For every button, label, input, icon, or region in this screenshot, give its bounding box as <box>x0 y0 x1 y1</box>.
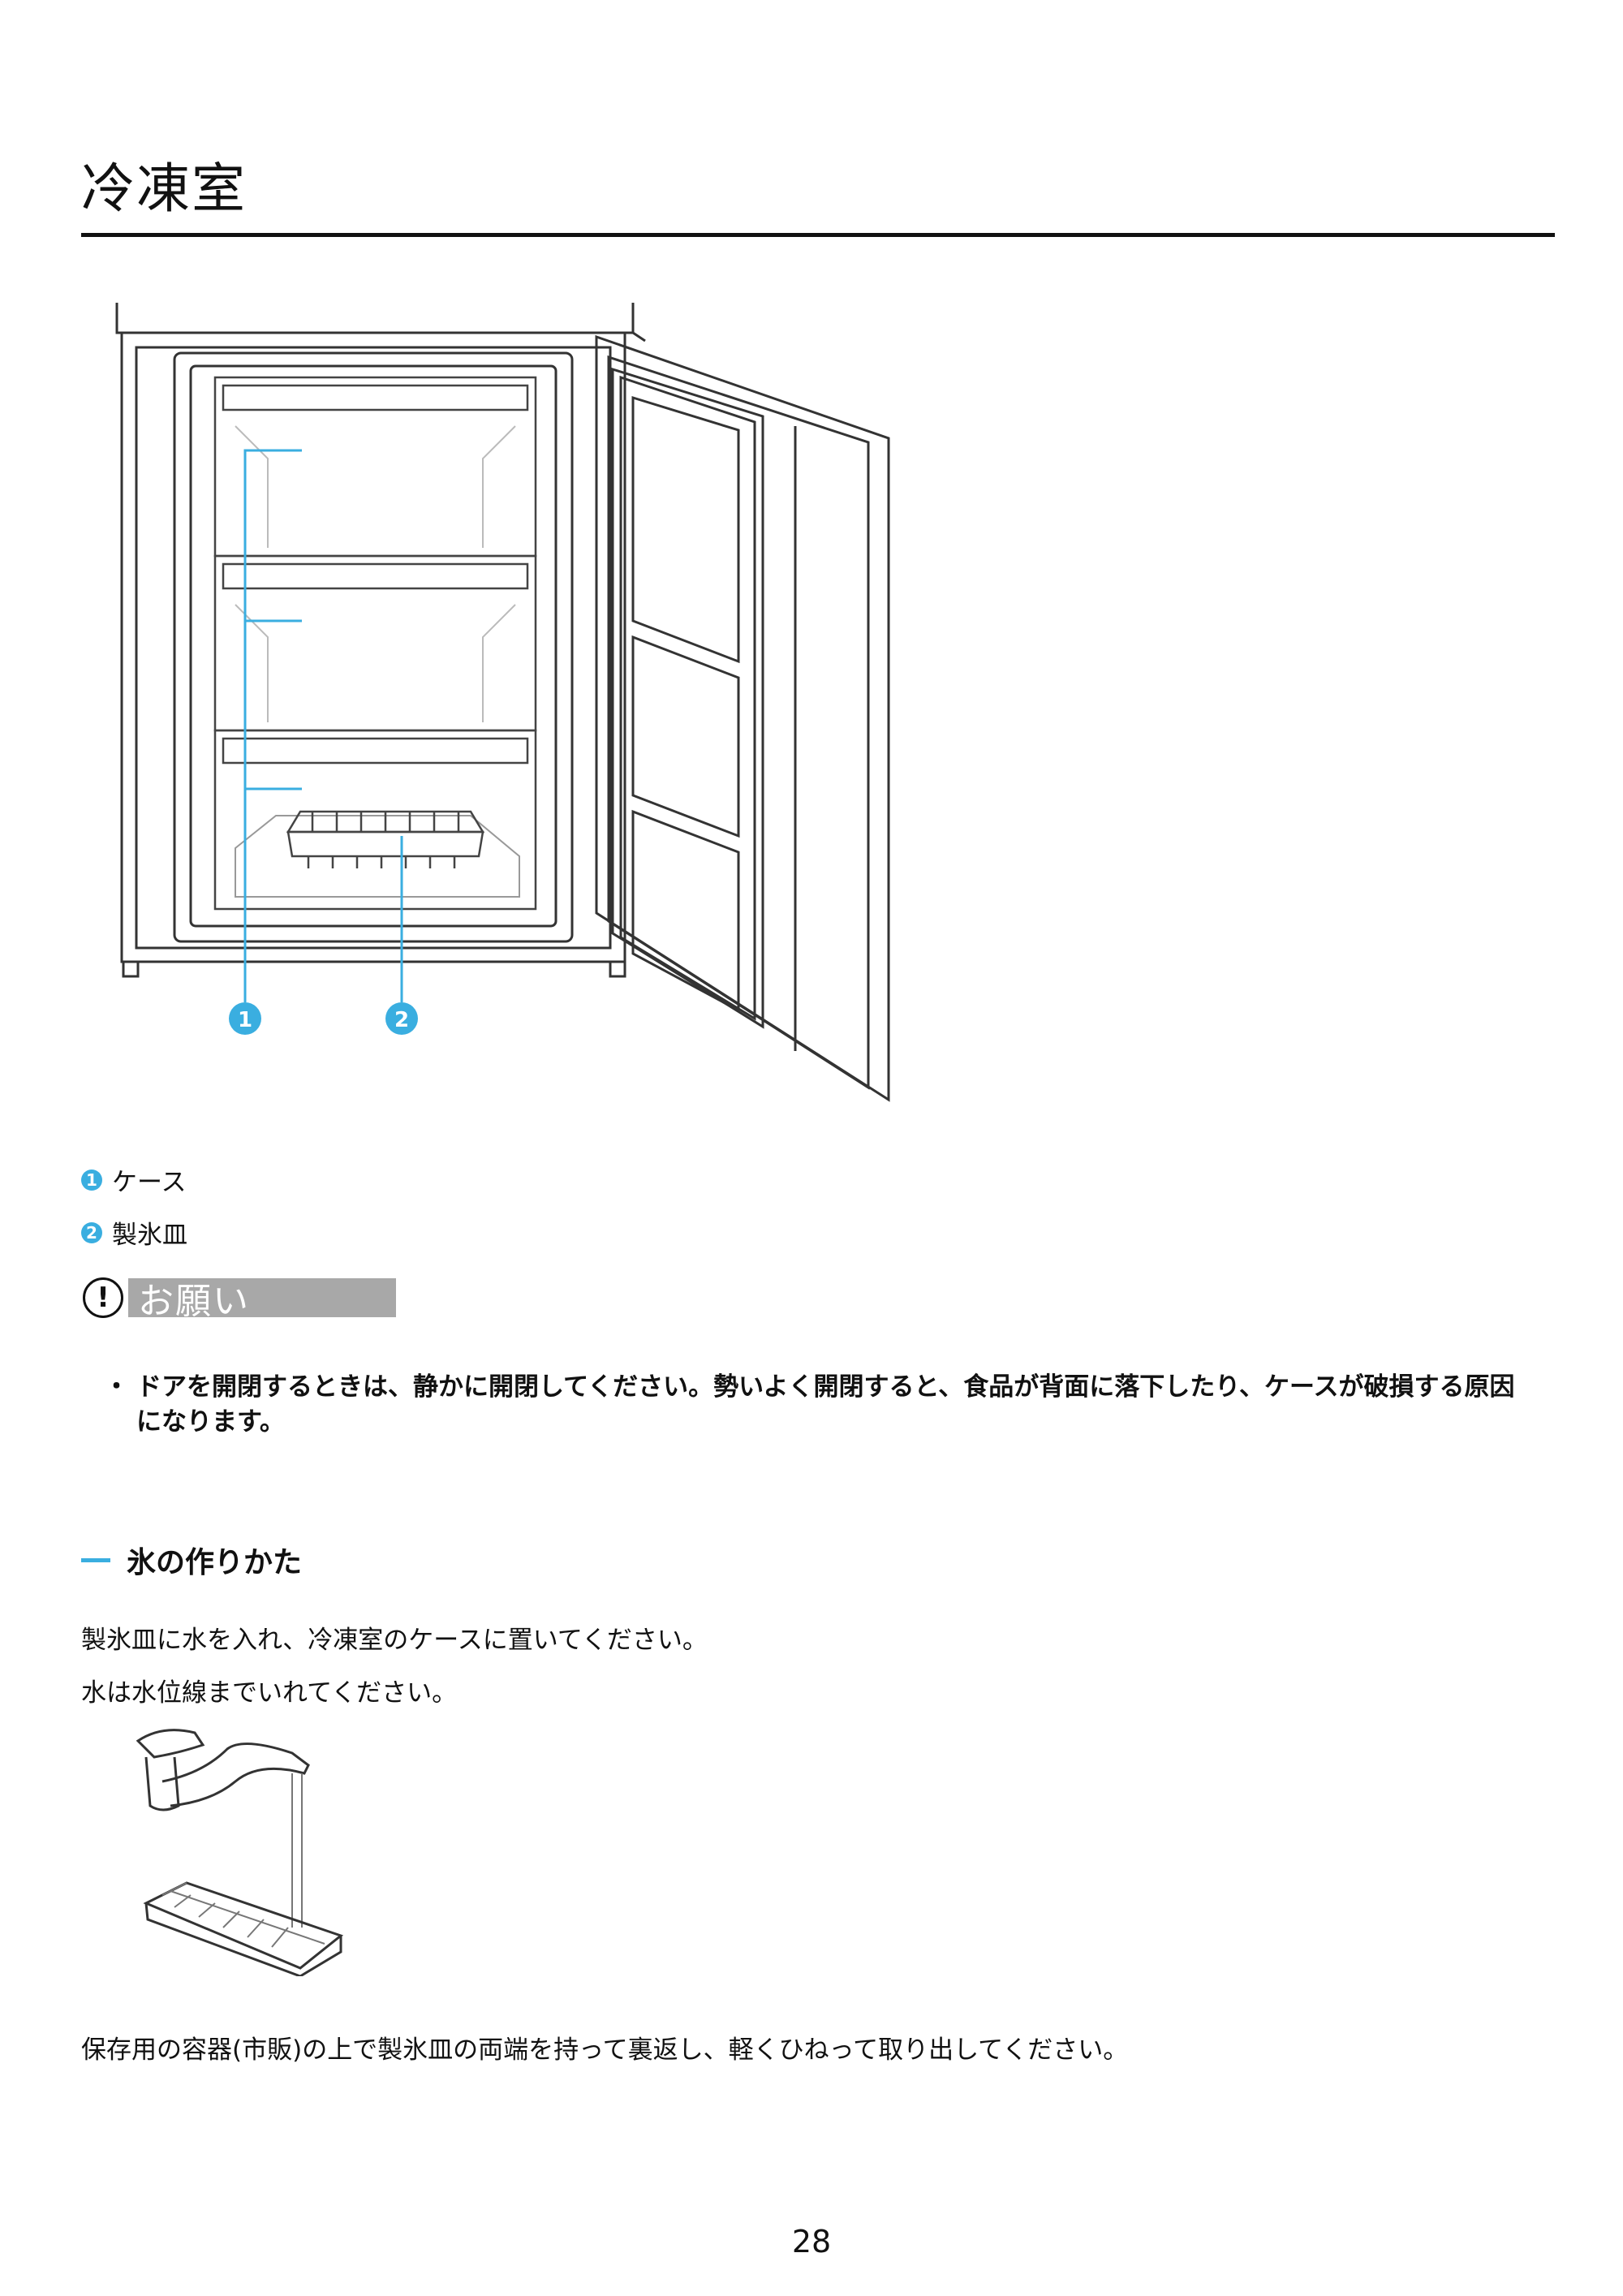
ice-tray-faucet-illustration <box>136 1729 344 1976</box>
paragraph-1: 製氷皿に水を入れ、冷凍室のケースに置いてください。 <box>81 1626 708 1655</box>
paragraph-2: 水は水位線までいれてください。 <box>81 1678 458 1708</box>
notice-banner: ! お願い <box>81 1276 396 1322</box>
callout-number-1: 1 <box>238 1008 252 1032</box>
paragraph-3: 保存用の容器(市販)の上で製氷皿の両端を持って裏返し、軽くひねって取り出してくだ… <box>81 2035 1129 2065</box>
section-heading: 氷の作りかた <box>81 1539 302 1581</box>
callout-badge-2: 2 <box>81 1221 102 1243</box>
title-rule <box>81 233 1555 237</box>
exclamation-icon: ! <box>83 1277 123 1318</box>
notice-banner-background <box>128 1278 396 1317</box>
notice-label: お願い <box>138 1281 250 1322</box>
callout-badge-1: 1 <box>81 1169 102 1191</box>
legend-item-case: 1 ケース <box>81 1161 186 1198</box>
page-number: 28 <box>791 2224 832 2259</box>
legend-label-case: ケース <box>112 1168 187 1197</box>
freezer-illustration: 1 2 <box>115 303 890 1102</box>
heading-bar-icon <box>81 1557 110 1562</box>
page-title: 冷凍室 <box>81 157 247 220</box>
bullet-dot-icon: ・ <box>104 1372 129 1402</box>
callout-number-2: 2 <box>394 1008 409 1032</box>
section-heading-text: 氷の作りかた <box>127 1546 303 1579</box>
notice-item: ・ ドアを開閉するときは、静かに開閉してください。勢いよく開閉すると、食品が背面… <box>104 1370 1532 1441</box>
legend-label-ice-tray: 製氷皿 <box>112 1221 187 1250</box>
notice-item-text: ドアを開閉するときは、静かに開閉してください。勢いよく開閉すると、食品が背面に落… <box>136 1372 1515 1437</box>
legend-item-ice-tray: 2 製氷皿 <box>81 1214 187 1251</box>
